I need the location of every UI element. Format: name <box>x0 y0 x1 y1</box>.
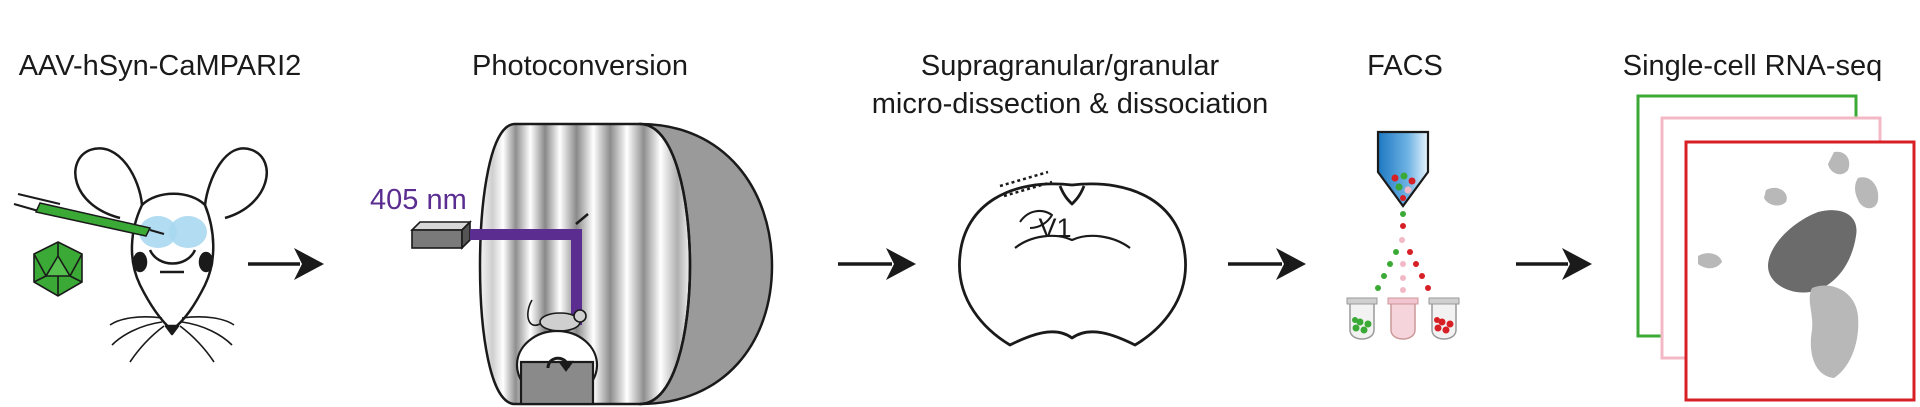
arrow-2-icon <box>838 248 916 280</box>
treadmill-wheel-icon <box>515 329 599 406</box>
laser-wavelength-label: 405 nm <box>370 184 467 216</box>
arrow-3-icon <box>1228 248 1306 280</box>
coronal-brain-section <box>958 182 1187 347</box>
step-label-aav: AAV-hSyn-CaMPARI2 <box>18 50 302 82</box>
step-label-facs: FACS <box>1367 50 1443 82</box>
mouse-head-icon <box>74 147 268 363</box>
mirror-icon <box>575 213 589 225</box>
small-mouse-icon <box>527 299 587 332</box>
step-label-dissection-line2: micro-dissection & dissociation <box>871 88 1269 120</box>
visual-stimulus-drum <box>478 122 774 406</box>
arrow-1-icon <box>248 248 324 280</box>
collection-tube-green <box>1346 297 1378 340</box>
dissection-lines <box>999 170 1053 198</box>
facs-nozzle-icon <box>1376 130 1430 208</box>
arrow-4-icon <box>1516 248 1592 280</box>
umap-clusters <box>1698 151 1879 378</box>
injection-site-right <box>169 216 207 248</box>
syringe-icon <box>13 193 165 237</box>
collection-tube-red <box>1428 297 1460 340</box>
virus-icon <box>33 241 83 297</box>
laser-source-icon <box>410 220 472 250</box>
collection-tube-pink <box>1387 297 1419 340</box>
step-label-photoconversion: Photoconversion <box>471 50 689 82</box>
sorted-cell-droplets <box>1375 172 1431 293</box>
step-label-dissection-line1: Supragranular/granular <box>920 50 1220 82</box>
step-label-scrnaseq: Single-cell RNA-seq <box>1622 50 1883 82</box>
laser-beam <box>470 229 582 325</box>
